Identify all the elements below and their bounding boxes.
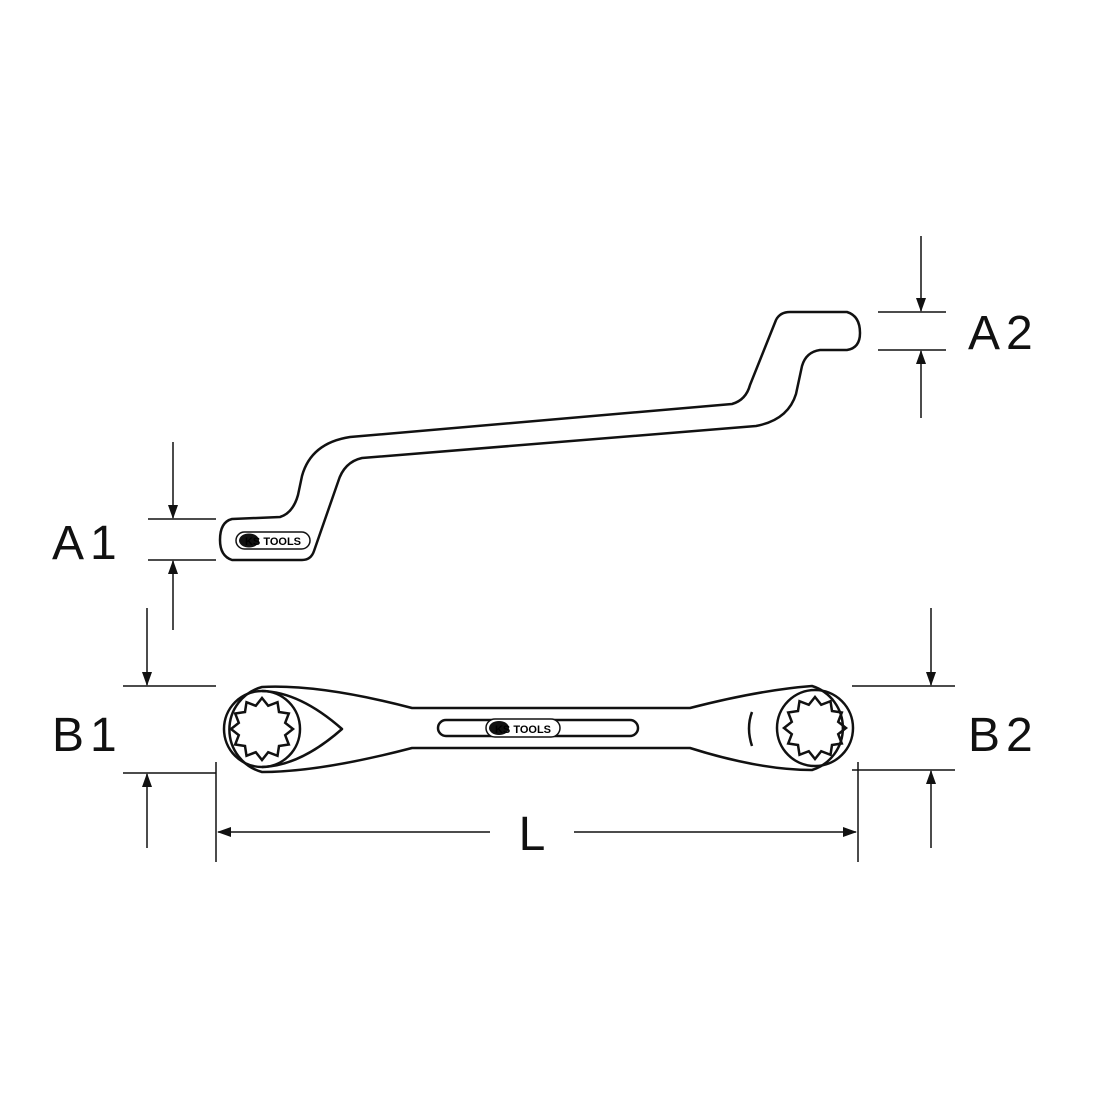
twelve-point-star	[781, 694, 849, 762]
label-a2: A2	[968, 307, 1039, 360]
ratchet-mark	[747, 711, 754, 747]
label-b1: B1	[52, 709, 123, 762]
right-12-point-ring	[781, 694, 849, 762]
left-ring-rim	[222, 689, 302, 769]
label-l: L	[519, 808, 546, 861]
label-b2: B2	[968, 709, 1039, 762]
brand-logo-top: KS TOOLS	[485, 718, 561, 738]
brand-logo-top-text: KS TOOLS	[495, 724, 551, 736]
left-12-point-ring	[228, 695, 296, 763]
label-a1: A1	[52, 517, 123, 570]
side-view-outline	[218, 310, 862, 562]
right-ring-rim	[775, 688, 855, 768]
wrench-side-view	[218, 310, 862, 562]
twelve-point-star	[228, 695, 296, 763]
dimension-lines	[123, 236, 955, 862]
brand-logo-side-text: KS TOOLS	[245, 536, 301, 548]
brand-logo-side: KS TOOLS	[235, 531, 311, 550]
left-ring-neck	[261, 689, 344, 769]
